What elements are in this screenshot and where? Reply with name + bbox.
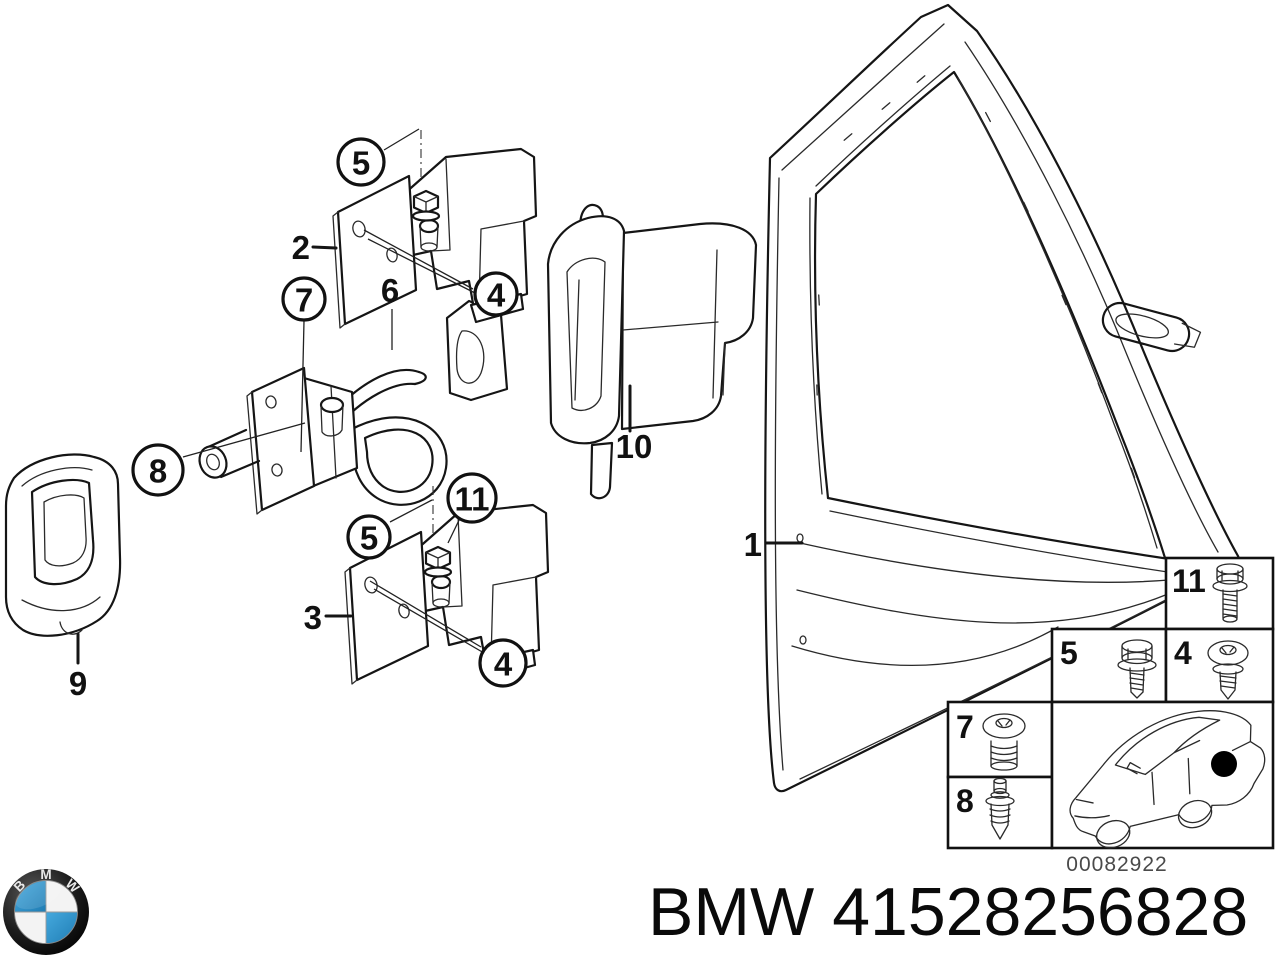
- logo-letter-m: M: [40, 867, 51, 882]
- callout-9: 9: [69, 665, 87, 702]
- callout-8: 8: [131, 443, 185, 497]
- legend-cell-4: [1164, 627, 1275, 704]
- callout-2: 2: [292, 229, 310, 266]
- callout-7: 7: [281, 276, 327, 322]
- callout-11: 11: [446, 472, 498, 524]
- callout-circle: [473, 271, 519, 317]
- callout-circle: [336, 137, 386, 187]
- callout-label: 5: [352, 145, 370, 182]
- door-handle: [1101, 301, 1202, 353]
- expansion-rivet-icon: [985, 777, 1015, 840]
- callout-label: 9: [69, 665, 87, 702]
- callout-label: 10: [616, 428, 653, 465]
- hex-flange-bolt-icon: [1212, 563, 1248, 623]
- legend-cell-car: [1050, 700, 1275, 850]
- callout-circle: [346, 514, 392, 560]
- hex-flange-bolt-icon: [1117, 639, 1157, 699]
- brand-name: BMW: [648, 874, 814, 950]
- callout-label: 4: [494, 646, 513, 683]
- callout-label: 2: [292, 229, 310, 266]
- image-number: 00082922: [1066, 853, 1167, 876]
- legend-box: 11 5 4 7 8: [946, 556, 1275, 850]
- legend-cell-11: [1164, 556, 1275, 631]
- legend-label-7: 7: [956, 709, 974, 745]
- callout-4-lower: 4: [478, 638, 528, 688]
- car-location-icon: [1069, 710, 1266, 849]
- callout-4-upper: 4: [473, 271, 519, 317]
- callouts: 5 2 4 7 6 8 9 10 1 11: [69, 137, 762, 702]
- bmw-logo: B M W: [3, 867, 89, 955]
- callout-label: 7: [295, 282, 313, 319]
- callout-circle: [478, 638, 528, 688]
- part-number: 41528256828: [832, 874, 1248, 950]
- callout-label: 4: [487, 277, 506, 314]
- legend-label-11: 11: [1172, 563, 1206, 599]
- torx-pan-screw-icon: [982, 713, 1026, 771]
- callout-6: 6: [381, 272, 399, 309]
- callout-1: 1: [744, 526, 762, 563]
- location-dot: [1211, 751, 1237, 777]
- callout-label: 5: [360, 520, 378, 557]
- torx-washer-screw-icon: [1207, 640, 1249, 700]
- callout-label: 8: [149, 453, 167, 490]
- callout-circle: [281, 276, 327, 322]
- callout-3: 3: [304, 599, 322, 636]
- legend-label-8: 8: [956, 783, 974, 819]
- callout-circle: [131, 443, 185, 497]
- frame-fastener-ticks: [816, 75, 1136, 479]
- callout-label: 3: [304, 599, 322, 636]
- leader-lines: [76, 128, 804, 665]
- legend-label-4: 4: [1174, 635, 1192, 671]
- callout-5-lower: 5: [346, 514, 392, 560]
- callout-circle: [446, 472, 498, 524]
- cover-cap-drawing: [4, 453, 122, 637]
- callout-10: 10: [616, 428, 653, 465]
- callout-label: 11: [455, 481, 490, 518]
- callout-label: 6: [381, 272, 399, 309]
- callout-label: 1: [744, 526, 762, 563]
- lock-bracket-drawing: [546, 203, 758, 500]
- callout-5-upper: 5: [336, 137, 386, 187]
- legend-label-5: 5: [1060, 635, 1078, 671]
- door-check-drawing: [198, 299, 509, 515]
